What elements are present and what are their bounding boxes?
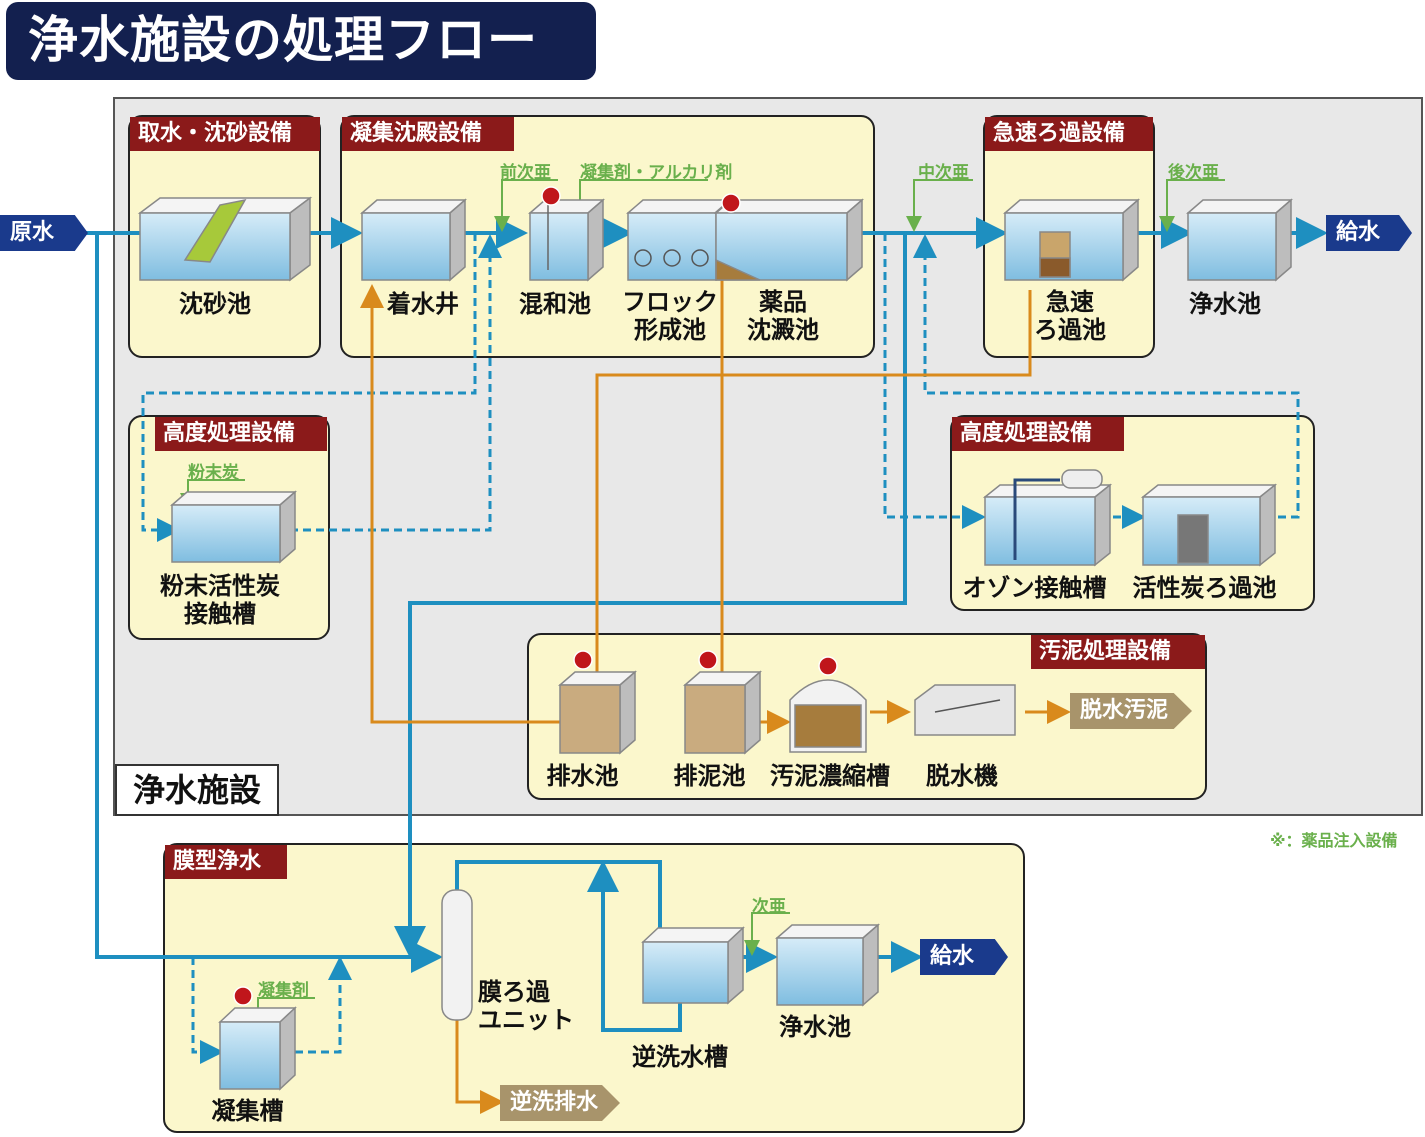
tank-rapid-filter [1002, 198, 1141, 282]
tank-pac-contact [169, 490, 298, 564]
supply-bottom-tag: 給水 [920, 939, 1008, 975]
label-sand-basin: 沈砂池 [179, 290, 251, 318]
label-rapid-filter: 急速 ろ過池 [1034, 288, 1106, 344]
backwash-drain-tag: 逆洗排水 [500, 1085, 620, 1121]
water-main-line [85, 217, 1328, 1032]
tank-sludge-basin [682, 670, 763, 755]
dewatered-sludge-tag: 脱水汚泥 [1070, 693, 1192, 729]
section-adv-left-header: 高度処理設備 [155, 417, 327, 451]
water-dashed-lines [141, 233, 1300, 1064]
label-backwash-tank: 逆洗水槽 [632, 1043, 728, 1071]
tank-coag-membrane [218, 1006, 297, 1091]
tank-sedimentation [713, 198, 865, 282]
label-thickener: 汚泥濃縮槽 [770, 762, 890, 790]
tank-flocculation [625, 199, 733, 281]
label-mixing-basin: 混和池 [519, 290, 591, 318]
label-pac-contact: 粉末活性炭 接触槽 [160, 572, 280, 628]
section-coag-header: 凝集沈殿設備 [342, 117, 514, 151]
section-adv-right-header: 高度処理設備 [952, 417, 1124, 451]
label-gac-filter: 活性炭ろ過池 [1132, 574, 1277, 602]
chem-pre-chlorine: 前次亜 [500, 163, 551, 183]
section-rapid-header: 急速ろ過設備 [985, 117, 1153, 151]
label-clear-well-membrane: 浄水池 [779, 1013, 851, 1041]
membrane-unit [441, 889, 473, 1021]
raw-water-tag: 原水 [0, 215, 88, 251]
chem-post-chlorine: 後次亜 [1168, 163, 1219, 183]
label-coag-tank: 凝集槽 [211, 1097, 284, 1125]
label-flocculation: フロック 形成池 [622, 288, 718, 344]
dewatering-machine [914, 684, 1016, 736]
label-dewaterer: 脱水機 [926, 762, 998, 790]
tank-ozone [982, 469, 1113, 567]
chem-mid-chlorine: 中次亜 [918, 163, 969, 183]
page-title: 浄水施設の処理フロー [28, 11, 538, 69]
legend-note: ※：薬品注入設備 [1270, 831, 1398, 850]
label-clear-well: 浄水池 [1189, 290, 1261, 318]
tank-sand-basin [137, 196, 313, 282]
sludge-lines [360, 270, 1071, 1114]
supply-top-tag: 給水 [1326, 215, 1412, 251]
tank-backwash [641, 926, 745, 1005]
label-receiving-well: 着水井 [387, 290, 459, 318]
section-sludge-header: 汚泥処理設備 [1031, 635, 1205, 669]
tank-clear-well [1185, 198, 1294, 282]
label-sludge-basin: 排泥池 [673, 762, 746, 790]
plant-label: 浄水施設 [115, 764, 279, 816]
tank-drain-basin [557, 670, 638, 755]
section-membrane-header: 膜型浄水 [165, 845, 287, 879]
tank-receiving-well [359, 198, 468, 282]
tank-clear-well-membrane [774, 923, 881, 1007]
title-banner [6, 2, 596, 80]
label-drain-basin: 排水池 [546, 762, 619, 790]
tank-mixing [527, 198, 606, 282]
label-ozone: オゾン接触槽 [962, 574, 1107, 602]
label-membrane-unit: 膜ろ過 ユニット [478, 978, 574, 1034]
tank-gac-filter [1140, 483, 1278, 567]
tank-thickener [789, 679, 867, 753]
chem-coagulant-alkali: 凝集剤・アルカリ剤 [580, 163, 733, 183]
chem-chlorine-membrane: 次亜 [752, 897, 786, 917]
motor-icons [233, 186, 838, 1006]
chem-pac: 粉末炭 [188, 463, 239, 483]
section-intake-header: 取水・沈砂設備 [130, 117, 320, 151]
label-sedimentation: 薬品 沈澱池 [747, 288, 819, 344]
chem-coagulant-membrane: 凝集剤 [258, 981, 309, 1001]
